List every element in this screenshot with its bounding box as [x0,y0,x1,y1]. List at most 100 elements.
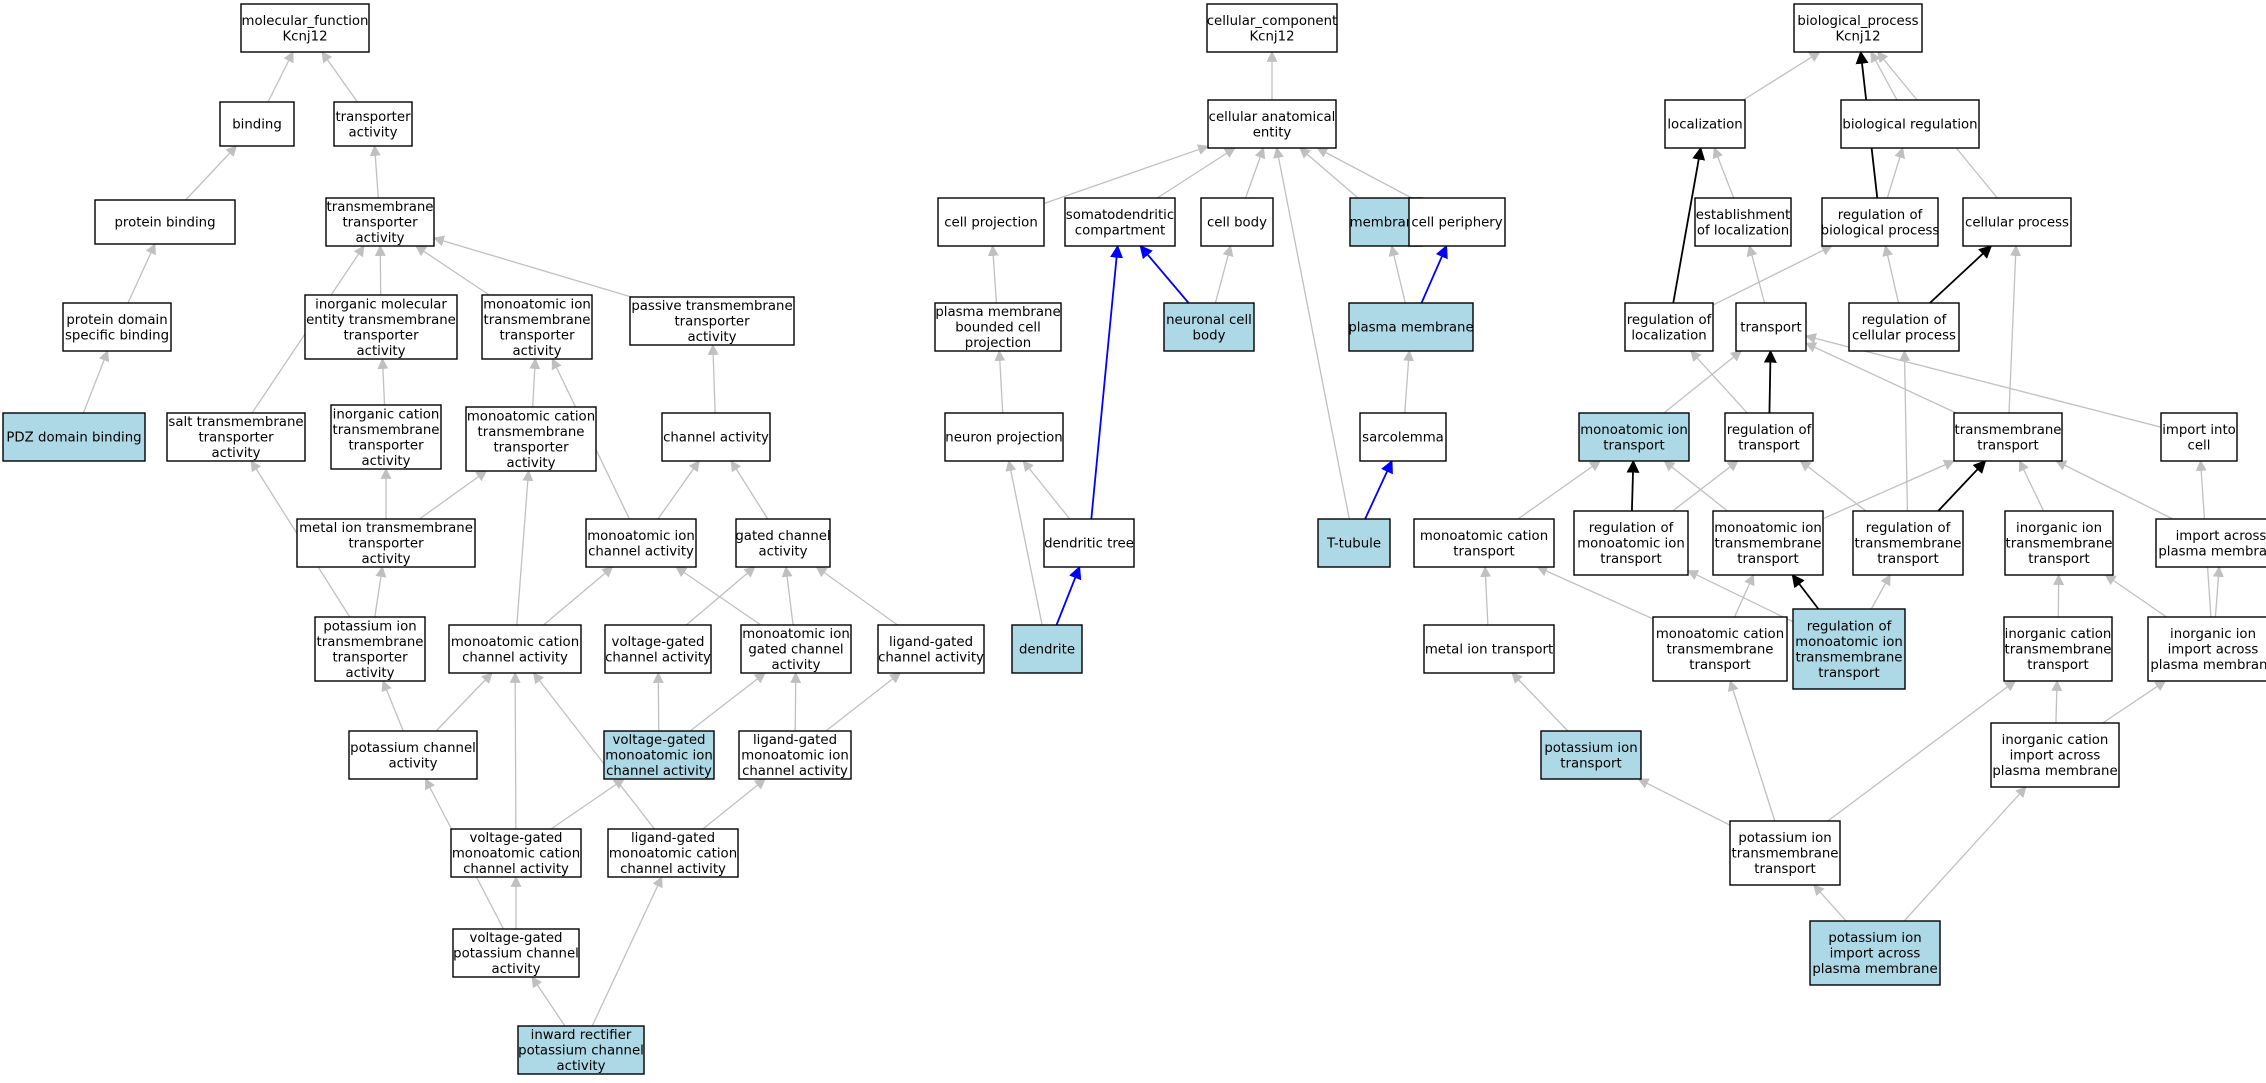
go-term-node-cell-proj[interactable]: cell projection [937,197,1045,247]
go-term-box [62,302,172,352]
go-term-label-line: inorganic molecular [315,297,447,312]
go-term-label-line: regulation of [1862,313,1947,328]
go-term-node-mono-ion-tmt[interactable]: monoatomic iontransmembranetransporterac… [481,294,593,360]
go-term-label-line: import across [2168,643,2259,658]
go-term-node-plasma-membrane[interactable]: plasma membrane [1348,302,1474,352]
go-term-node-protein-binding[interactable]: protein binding [94,199,236,245]
go-term-label-line: plasma membrane [2158,544,2266,559]
go-term-label-line: transport [1754,862,1815,877]
go-term-label-line: inorganic ion [2170,627,2256,642]
go-term-label-line: Kcnj12 [1249,29,1294,44]
go-term-node-inorg-cation[interactable]: inorganic cationtransmembranetransporter… [330,404,442,470]
go-term-label-line: activity [355,231,404,246]
go-term-label-line: body [1193,328,1226,343]
go-term-box [330,404,442,470]
go-term-label-line: PDZ domain binding [6,431,141,446]
go-term-node-metal-ion[interactable]: metal ion transmembranetransporteractivi… [296,518,476,568]
go-term-node-cell-process[interactable]: cellular process [1962,197,2072,247]
go-term-node-mono-cation-tmt[interactable]: monoatomic cationtransmembranetransporte… [465,406,597,472]
go-term-label-line: biological regulation [1842,118,1977,133]
go-term-label-line: plasma membrane [935,305,1060,320]
go-term-box [1317,518,1391,568]
go-term-node-localization[interactable]: localization [1664,99,1746,149]
go-term-node-sarcolemma[interactable]: sarcolemma [1359,412,1447,462]
go-term-node-metal-transport[interactable]: metal ion transport [1423,624,1555,674]
go-term-node-pdz[interactable]: PDZ domain binding [2,412,146,462]
edges-layer [82,50,2224,1027]
go-term-node-cell-body[interactable]: cell body [1200,197,1274,247]
go-term-label-line: activity [356,344,405,359]
go-term-node-binding[interactable]: binding [219,101,295,147]
edge-lg-mono-cation-to-mono-cation-channel [532,672,655,830]
go-term-label-line: monoatomic cation [451,635,579,650]
edge-tmt-activity-to-transporter [369,144,381,199]
go-term-node-k-ion-tmt[interactable]: potassium iontransmembranetransporteract… [314,616,426,682]
go-term-node-t-tubule[interactable]: T-tubule [1317,518,1391,568]
go-term-label-line: sarcolemma [1362,431,1444,446]
edge-mono-cation-tm-to-mono-ion-tm [1733,573,1755,618]
edge-neuronal-body-to-somato [1139,245,1190,304]
go-term-node-bio-reg[interactable]: biological regulation [1840,99,1980,149]
go-term-node-transport[interactable]: transport [1735,302,1807,352]
go-term-node-dendritic-tree[interactable]: dendritic tree [1043,518,1135,568]
edge-pm-bounded-to-cell-proj [987,244,999,304]
go-term-label-line: metal ion transmembrane [299,521,473,536]
go-term-node-neuron-proj[interactable]: neuron projection [944,412,1064,462]
go-term-node-dendrite[interactable]: dendrite [1011,624,1083,674]
go-term-node-channel[interactable]: channel activity [661,412,771,462]
go-term-label-line: activity [361,454,410,469]
go-term-node-periphery[interactable]: cell periphery [1408,197,1506,247]
go-term-label-line: channel activity [588,544,694,559]
go-term-label-line: metal ion transport [1425,643,1553,658]
go-term-label-line: inorganic cation [333,407,440,422]
